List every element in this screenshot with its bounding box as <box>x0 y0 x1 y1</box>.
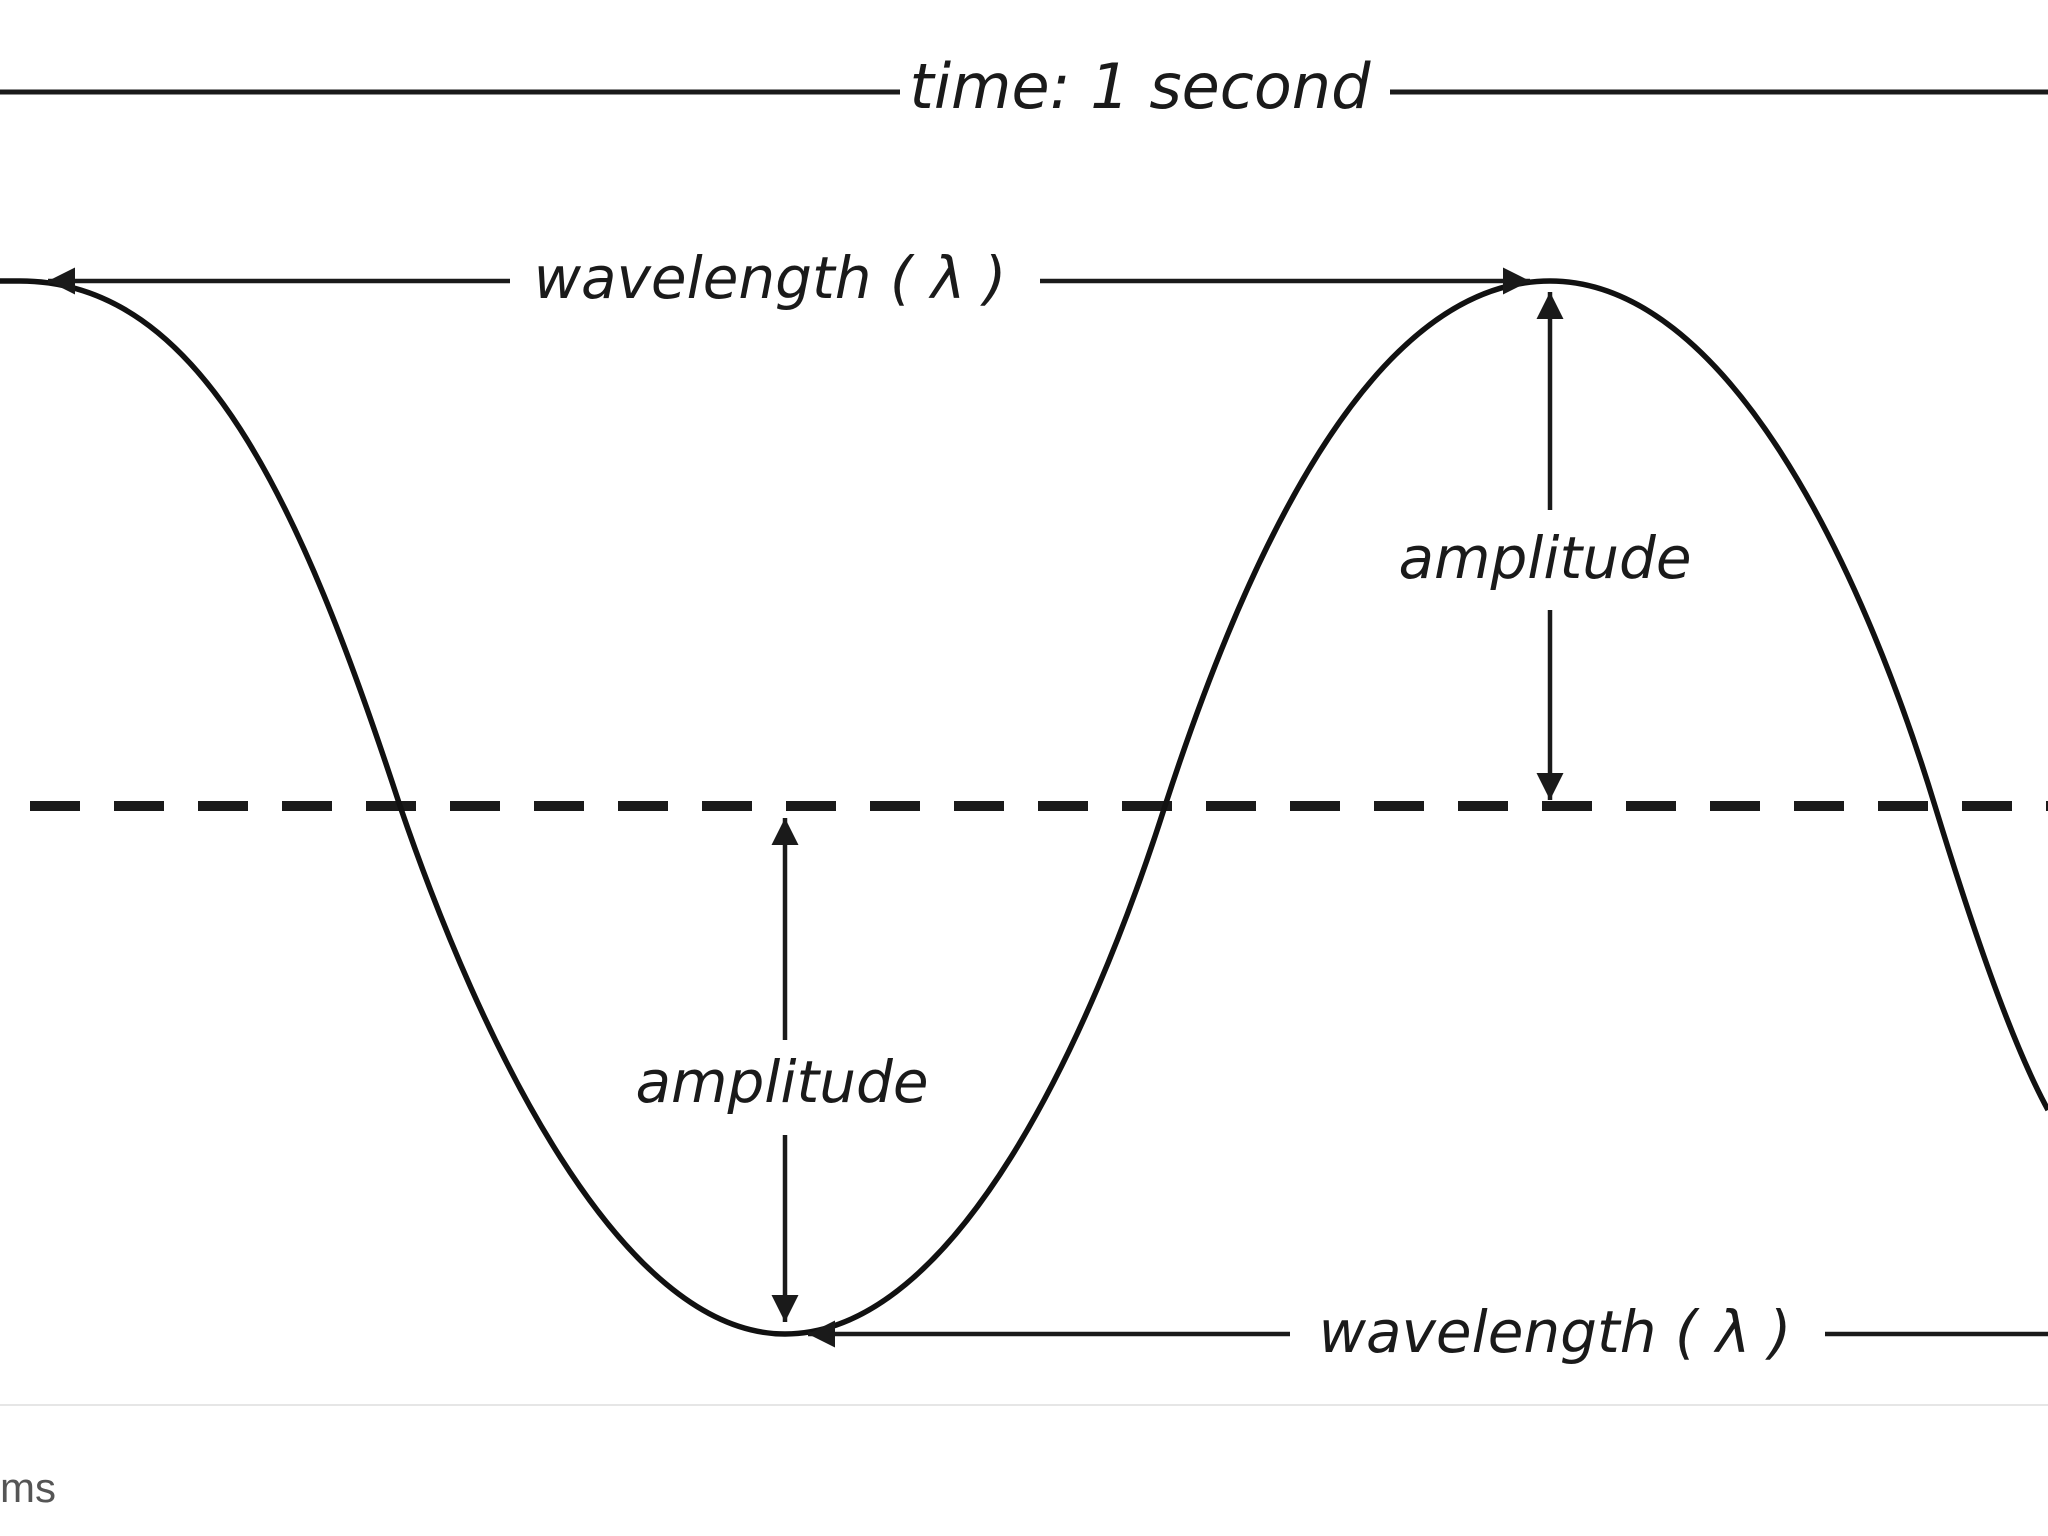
wavelength-top-label: wavelength ( λ ) <box>534 244 1007 312</box>
amplitude-lower-label: amplitude <box>635 1048 928 1116</box>
caption-text: ms <box>0 1464 56 1511</box>
wavelength-bottom-label: wavelength ( λ ) <box>1319 1298 1792 1366</box>
caption-divider <box>0 1404 2048 1406</box>
amplitude-upper-label: amplitude <box>1398 524 1691 592</box>
sine-wave <box>0 278 2048 1337</box>
time-label: time: 1 second <box>910 50 1372 123</box>
